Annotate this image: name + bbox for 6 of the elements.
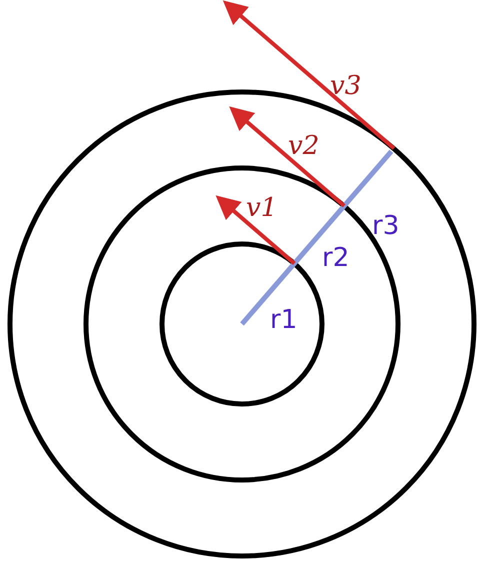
velocity-label: v3 <box>330 72 362 100</box>
radius-label: r3 <box>372 212 400 240</box>
velocity-label: v2 <box>288 132 320 160</box>
radius-label: r1 <box>270 306 298 334</box>
velocity-label: v1 <box>246 194 278 222</box>
radius-label: r2 <box>322 244 350 272</box>
